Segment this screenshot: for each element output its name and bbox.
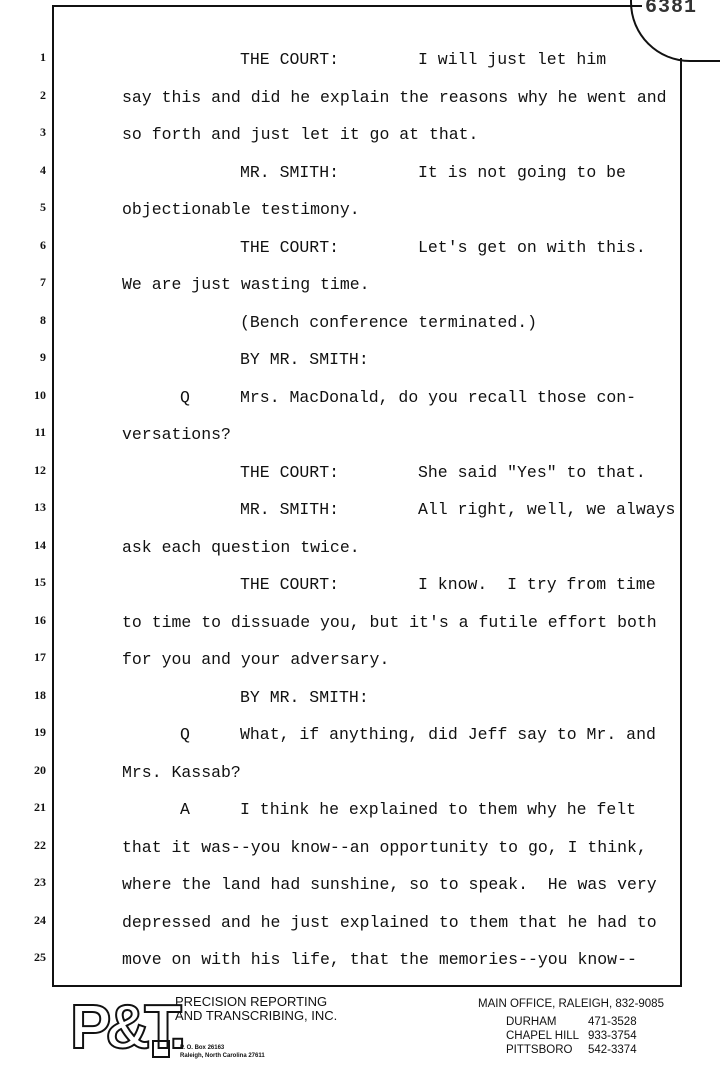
line-number: 17 bbox=[34, 650, 46, 664]
line-text: say this and did he explain the reasons … bbox=[122, 87, 667, 107]
line-number: 10 bbox=[34, 387, 46, 402]
speaker-label: THE COURT: bbox=[240, 237, 340, 257]
line-number: 19 bbox=[34, 725, 46, 739]
qa-marker: Q bbox=[180, 725, 190, 744]
line-number: 4 bbox=[40, 162, 46, 177]
page-number: 6381 bbox=[645, 0, 698, 19]
line-number: 18 bbox=[34, 687, 46, 702]
line-text: I know. I try from time bbox=[418, 575, 656, 594]
address-line1: P. O. Box 26163 bbox=[180, 1045, 225, 1051]
line-text: It is not going to be bbox=[418, 162, 626, 182]
line-number: 8 bbox=[40, 312, 46, 327]
line-number: 9 bbox=[40, 350, 46, 364]
line-number: 1 bbox=[40, 50, 46, 64]
line-text: I will just let him bbox=[418, 50, 607, 69]
line-text: ask each question twice. bbox=[122, 537, 360, 557]
line-text: objectionable testimony. bbox=[122, 200, 360, 219]
office-phone: 542-3374 bbox=[588, 1044, 637, 1056]
line-number: 13 bbox=[34, 500, 46, 514]
line-number: 6 bbox=[40, 237, 46, 252]
footer: P&T. PRECISION REPORTING AND TRANSCRIBIN… bbox=[0, 995, 720, 1075]
speaker-label: THE COURT: bbox=[240, 462, 340, 482]
line-text: What, if anything, did Jeff say to Mr. a… bbox=[240, 725, 656, 744]
speaker-label: MR. SMITH: bbox=[240, 162, 340, 182]
margin-rule-left bbox=[52, 5, 54, 987]
line-text: I think he explained to them why he felt bbox=[240, 800, 637, 819]
qa-marker: A bbox=[180, 800, 190, 819]
speaker-label: THE COURT: bbox=[240, 575, 340, 594]
line-text: that it was--you know--an opportunity to… bbox=[122, 837, 647, 857]
line-number: 20 bbox=[34, 762, 46, 777]
line-number: 21 bbox=[34, 800, 46, 814]
office-city: PITTSBORO bbox=[506, 1044, 573, 1056]
line-number: 7 bbox=[40, 275, 46, 289]
line-number: 23 bbox=[34, 875, 46, 889]
line-number: 5 bbox=[40, 200, 46, 214]
line-text: BY MR. SMITH: bbox=[240, 687, 369, 707]
margin-rule-bottom bbox=[52, 985, 682, 987]
line-number: 15 bbox=[34, 575, 46, 589]
line-number: 16 bbox=[34, 612, 46, 627]
line-text: versations? bbox=[122, 425, 231, 444]
qa-marker: Q bbox=[180, 387, 190, 407]
company-name-line2: AND TRANSCRIBING, INC. bbox=[175, 1008, 338, 1023]
line-text: to time to dissuade you, but it's a futi… bbox=[122, 612, 657, 632]
line-text: move on with his life, that the memories… bbox=[122, 950, 637, 969]
company-name-line1: PRECISION REPORTING bbox=[175, 994, 328, 1009]
line-text: for you and your adversary. bbox=[122, 650, 390, 669]
margin-rule-right bbox=[680, 58, 682, 987]
line-number: 11 bbox=[34, 425, 46, 439]
line-text: She said "Yes" to that. bbox=[418, 462, 646, 482]
address-line2: Raleigh, North Carolina 27611 bbox=[180, 1053, 265, 1059]
line-number: 3 bbox=[40, 125, 46, 139]
line-number: 2 bbox=[40, 87, 46, 102]
office-phone: 471-3528 bbox=[588, 1016, 637, 1028]
line-number: 24 bbox=[34, 912, 46, 927]
line-text: Mrs. MacDonald, do you recall those con- bbox=[240, 387, 637, 407]
company-address: P. O. Box 26163 Raleigh, North Carolina … bbox=[180, 1044, 265, 1060]
office-phone: 933-3754 bbox=[588, 1030, 637, 1042]
margin-rule-top bbox=[52, 5, 642, 7]
line-text: We are just wasting time. bbox=[122, 275, 370, 294]
line-text: (Bench conference terminated.) bbox=[240, 312, 538, 332]
line-text: BY MR. SMITH: bbox=[240, 350, 369, 369]
line-text: Mrs. Kassab? bbox=[122, 762, 241, 782]
office-city: DURHAM bbox=[506, 1016, 557, 1028]
line-text: depressed and he just explained to them … bbox=[122, 912, 657, 932]
line-text: where the land had sunshine, so to speak… bbox=[122, 875, 657, 894]
line-text: All right, well, we always bbox=[418, 500, 676, 519]
company-logo: P&T. bbox=[69, 993, 187, 1062]
logo-square bbox=[152, 1040, 170, 1058]
speaker-label: THE COURT: bbox=[240, 50, 340, 69]
line-number: 25 bbox=[34, 950, 46, 964]
office-city: CHAPEL HILL bbox=[506, 1030, 580, 1042]
line-text: Let's get on with this. bbox=[418, 237, 646, 257]
line-text: so forth and just let it go at that. bbox=[122, 125, 479, 144]
line-number: 22 bbox=[34, 837, 46, 852]
main-office: MAIN OFFICE, RALEIGH, 832-9085 bbox=[478, 998, 664, 1010]
line-number: 14 bbox=[34, 537, 46, 552]
speaker-label: MR. SMITH: bbox=[240, 500, 340, 519]
company-name: PRECISION REPORTING AND TRANSCRIBING, IN… bbox=[175, 995, 337, 1023]
line-number: 12 bbox=[34, 462, 46, 477]
